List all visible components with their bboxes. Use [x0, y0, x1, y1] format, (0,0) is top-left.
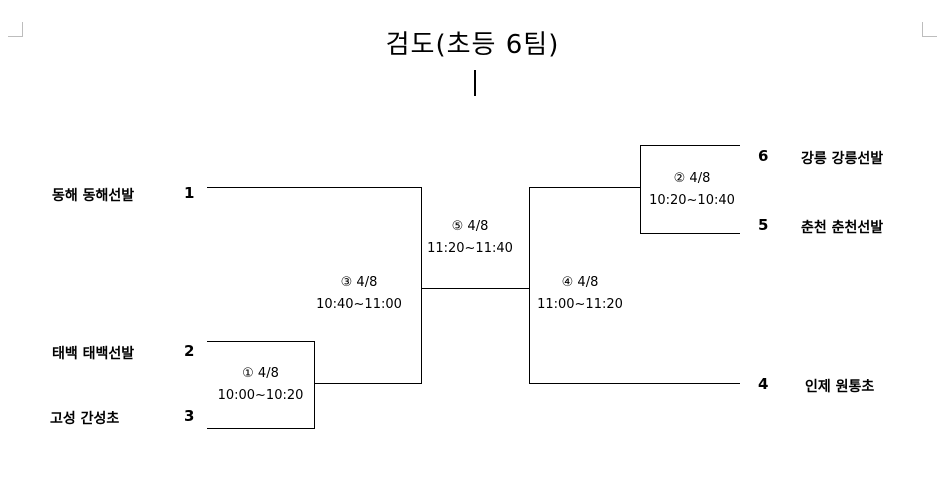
match-5-info: ⑤ 4/8 11:20~11:40 — [425, 216, 515, 260]
team-name-5: 춘천 춘천선발 — [801, 220, 884, 236]
match-4-info: ④ 4/8 11:00~11:20 — [533, 272, 627, 316]
bracket-line-match1-vertical — [314, 341, 315, 429]
seed-number-4: 4 — [758, 375, 769, 393]
match-3-time: 10:40~11:00 — [316, 297, 402, 312]
team-name-6: 강릉 강릉선발 — [801, 151, 884, 167]
bracket-line-match2-vertical — [640, 145, 641, 234]
match-5-time: 11:20~11:40 — [427, 241, 513, 256]
bracket-line-team2 — [207, 341, 314, 342]
bracket-line-team5 — [640, 233, 740, 234]
bracket-line-match3-vertical — [421, 187, 422, 384]
seed-number-6: 6 — [758, 147, 769, 165]
seed-number-3: 3 — [184, 407, 195, 425]
page-title: 검도(초등 6팀) — [385, 30, 560, 60]
match-1-time: 10:00~10:20 — [217, 388, 304, 403]
page-corner-marker-left — [8, 22, 23, 37]
team-name-1: 동해 동해선발 — [52, 188, 135, 204]
team-name-2: 태백 태백선발 — [52, 346, 135, 362]
bracket-line-final-link — [421, 288, 529, 289]
match-1-label: ① 4/8 — [242, 366, 279, 381]
seed-number-2: 2 — [184, 342, 195, 360]
text-cursor — [474, 70, 476, 96]
bracket-line-team4 — [529, 383, 740, 384]
team-name-3: 고성 간성초 — [50, 411, 120, 427]
match-4-label: ④ 4/8 — [561, 275, 599, 290]
seed-number-1: 1 — [184, 184, 195, 202]
bracket-line-match2-out — [529, 187, 640, 188]
team-name-4: 인제 원통초 — [805, 379, 875, 395]
bracket-line-team3 — [207, 428, 314, 429]
page-corner-marker-right — [922, 22, 937, 37]
match-5-label: ⑤ 4/8 — [451, 219, 489, 234]
match-3-info: ③ 4/8 10:40~11:00 — [311, 272, 407, 316]
match-2-time: 10:20~10:40 — [649, 193, 735, 208]
match-2-label: ② 4/8 — [673, 171, 711, 186]
bracket-line-team6 — [640, 145, 740, 146]
match-2-info: ② 4/8 10:20~10:40 — [643, 168, 741, 212]
match-4-time: 11:00~11:20 — [537, 297, 623, 312]
bracket-line-team1 — [207, 187, 422, 188]
match-3-label: ③ 4/8 — [340, 275, 378, 290]
seed-number-5: 5 — [758, 216, 769, 234]
bracket-line-match1-out — [314, 383, 422, 384]
match-1-info: ① 4/8 10:00~10:20 — [213, 363, 308, 407]
bracket-line-match4-vertical — [529, 187, 530, 384]
